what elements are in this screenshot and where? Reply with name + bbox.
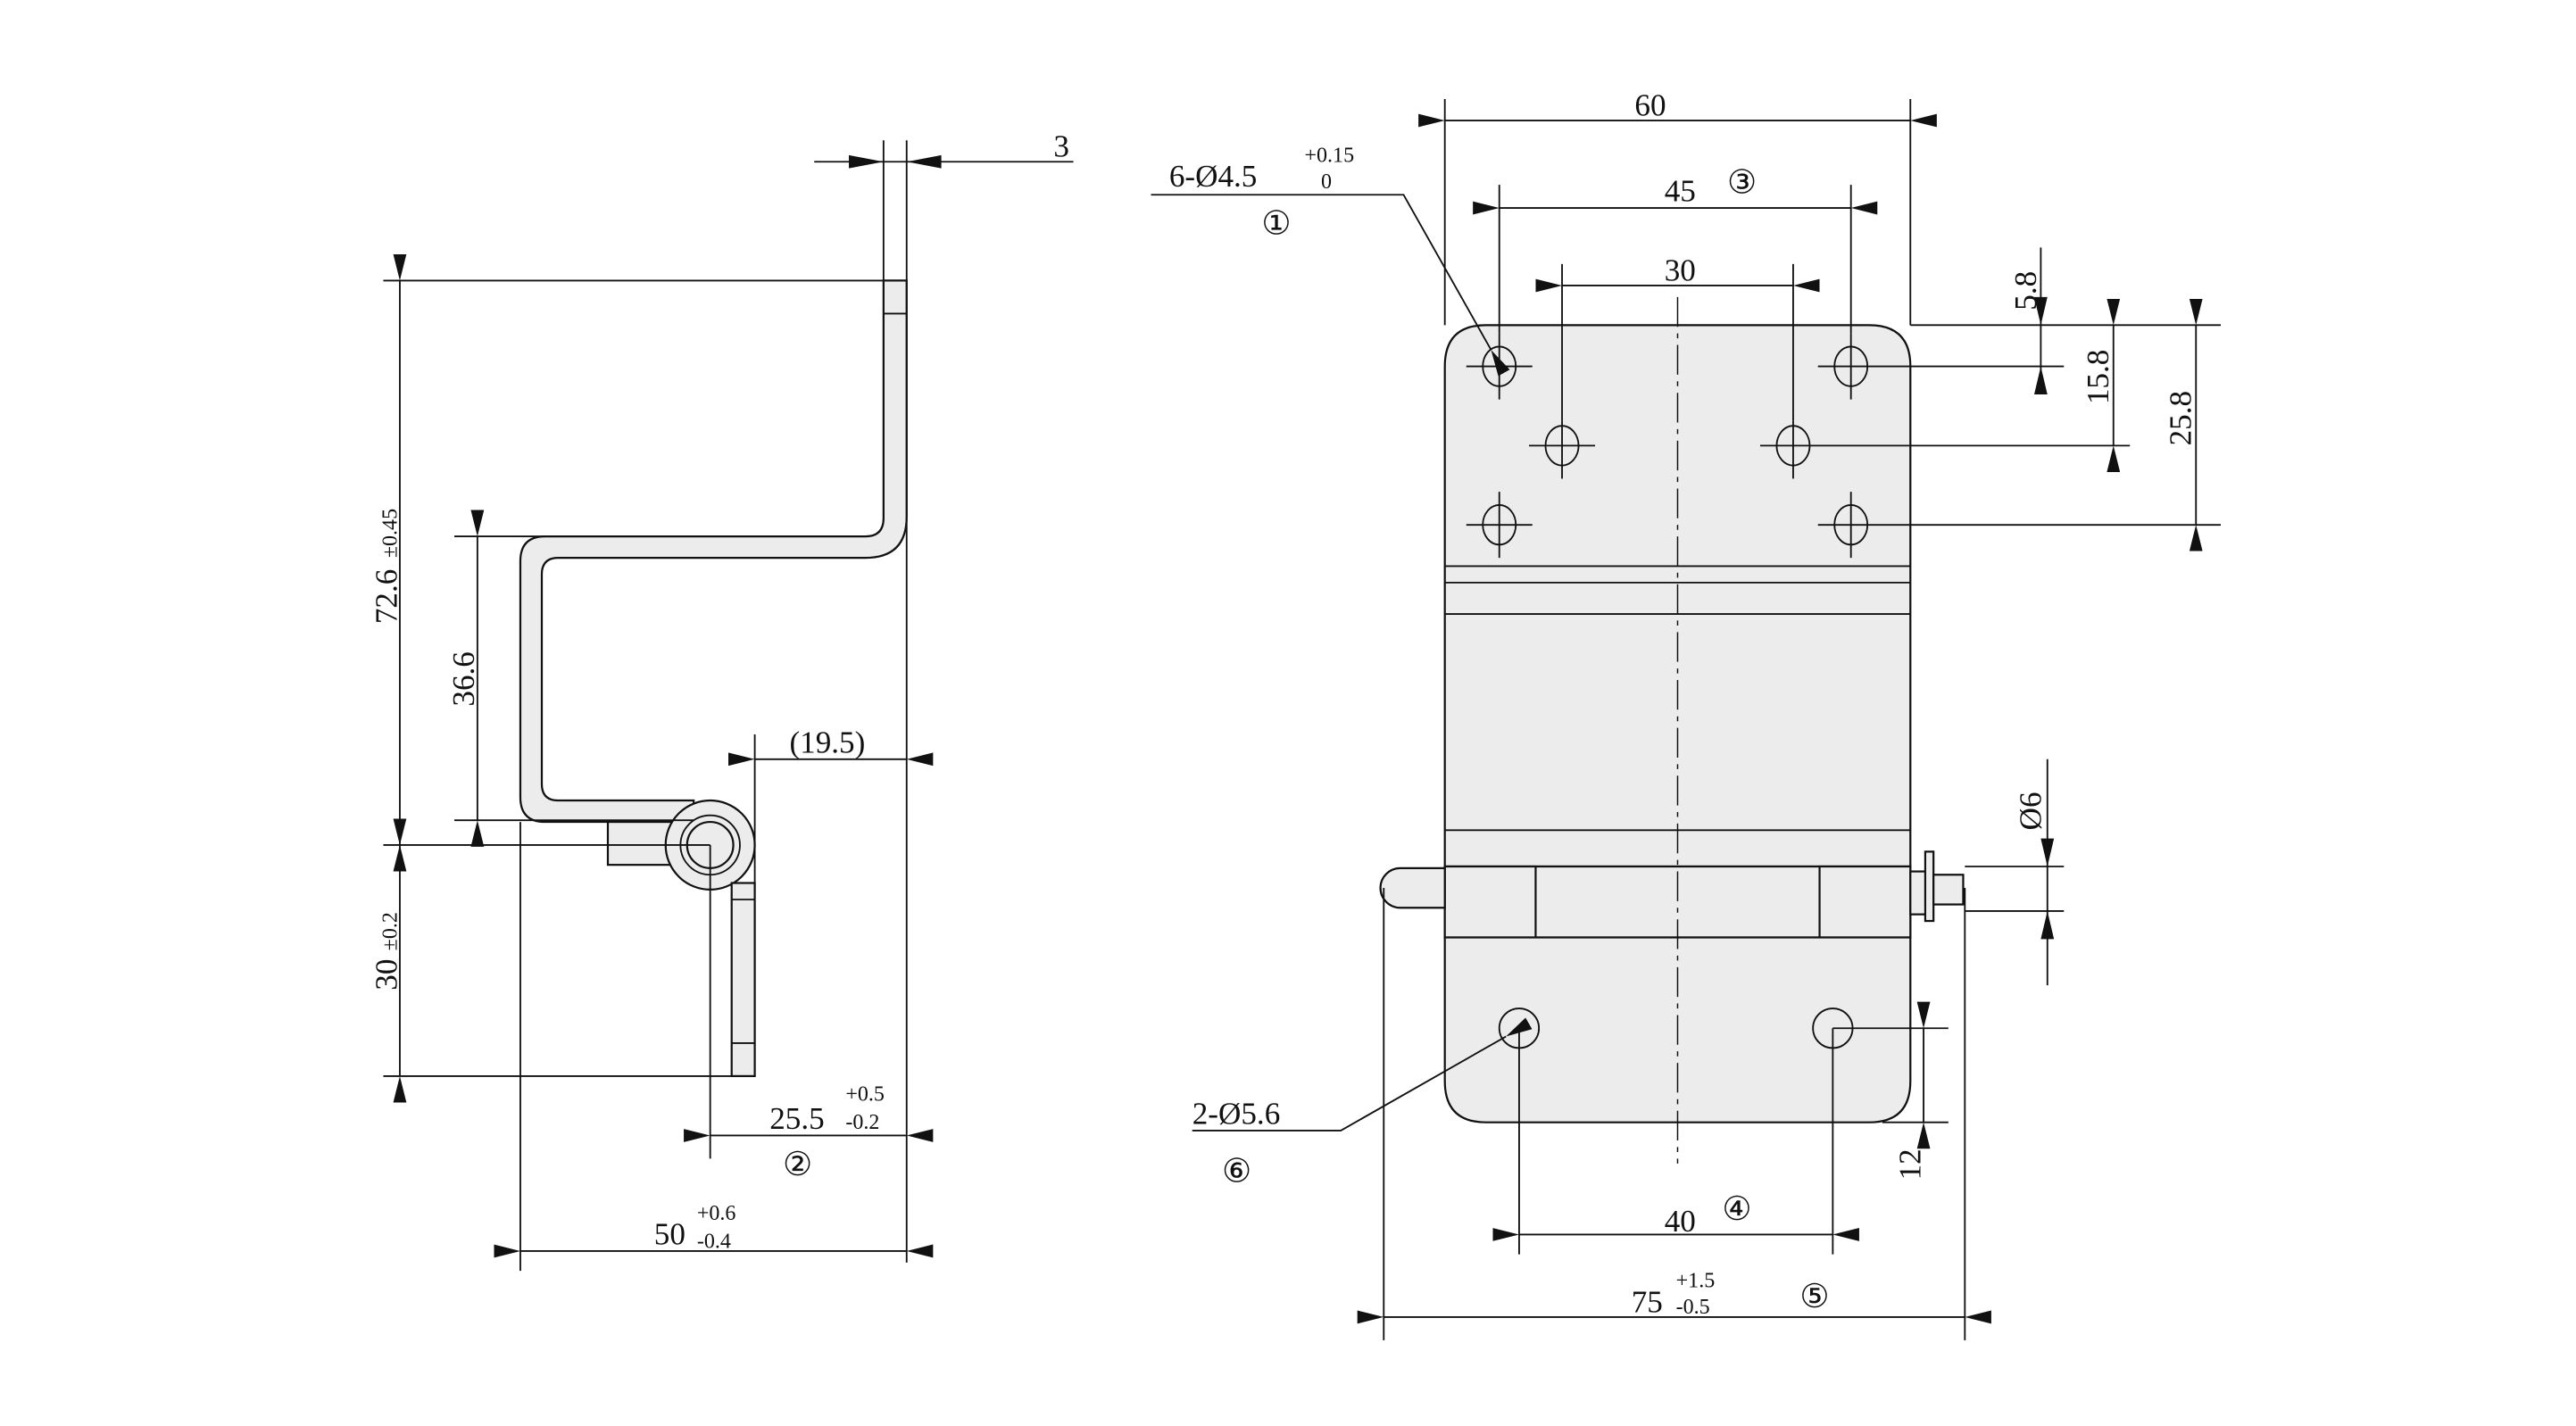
dim-offset: 36.6	[446, 651, 481, 706]
label-holes-tol-upper: +0.15	[1304, 144, 1354, 167]
dim-lower-leaf: 30	[369, 959, 403, 991]
balloon-4: ④	[1722, 1191, 1751, 1228]
label-holes: 6-Ø4.5	[1169, 159, 1258, 194]
dim-depth-tol-upper: +0.6	[697, 1202, 736, 1225]
front-view: 60 45 ③ 30 6-Ø4.5 +0.15 0 ① 5.8 15.8 25.…	[1151, 87, 2221, 1340]
dim-overall-width-tol-lower: -0.5	[1676, 1296, 1710, 1319]
dim-width: 60	[1634, 87, 1666, 122]
side-view: 3 72.6 ±0.45 36.6 30 ±0.2 (19.5) 25.5 +0…	[369, 129, 1074, 1272]
dim-overall-width: 75	[1632, 1284, 1663, 1319]
dim-lower-hole-offset: 12	[1892, 1148, 1927, 1180]
dim-depth: 50	[654, 1217, 686, 1252]
dim-knuckle-ref: (19.5)	[789, 725, 865, 759]
dim-pin-dia: Ø6	[2013, 792, 2048, 830]
dim-thickness: 3	[1053, 129, 1069, 164]
dim-hole-span-outer: 45	[1665, 174, 1696, 209]
dim-depth-tol-lower: -0.4	[697, 1230, 731, 1253]
pin-head	[1379, 866, 1446, 909]
balloon-2: ②	[783, 1147, 812, 1183]
lower-leaf-profile	[730, 882, 756, 1078]
balloon-1: ①	[1261, 206, 1291, 243]
balloon-5: ⑤	[1799, 1279, 1829, 1315]
dim-lower-hole-span: 40	[1665, 1204, 1696, 1239]
dim-overall-width-tol-upper: +1.5	[1676, 1270, 1716, 1293]
balloon-6: ⑥	[1222, 1153, 1251, 1190]
dim-height-total: 72.6	[369, 569, 403, 624]
dim-v-2: 15.8	[2081, 350, 2115, 404]
knuckle-left	[1443, 865, 1537, 939]
dim-lower-leaf-tol: ±0.2	[378, 912, 402, 950]
dim-pin-offset: 25.5	[769, 1101, 824, 1136]
dim-pin-offset-tol-lower: -0.2	[845, 1111, 879, 1134]
dim-hole-span-inner: 30	[1665, 253, 1696, 287]
dim-v-3: 25.8	[2164, 391, 2198, 445]
knuckle-right	[1818, 865, 1912, 939]
balloon-3: ③	[1727, 164, 1757, 201]
dim-v-1: 5.8	[2008, 271, 2043, 311]
dim-pin-offset-tol-upper: +0.5	[845, 1083, 885, 1107]
label-lower-holes: 2-Ø5.6	[1192, 1097, 1281, 1132]
label-holes-tol-lower: 0	[1321, 170, 1332, 194]
dim-height-total-tol: ±0.45	[378, 509, 402, 558]
